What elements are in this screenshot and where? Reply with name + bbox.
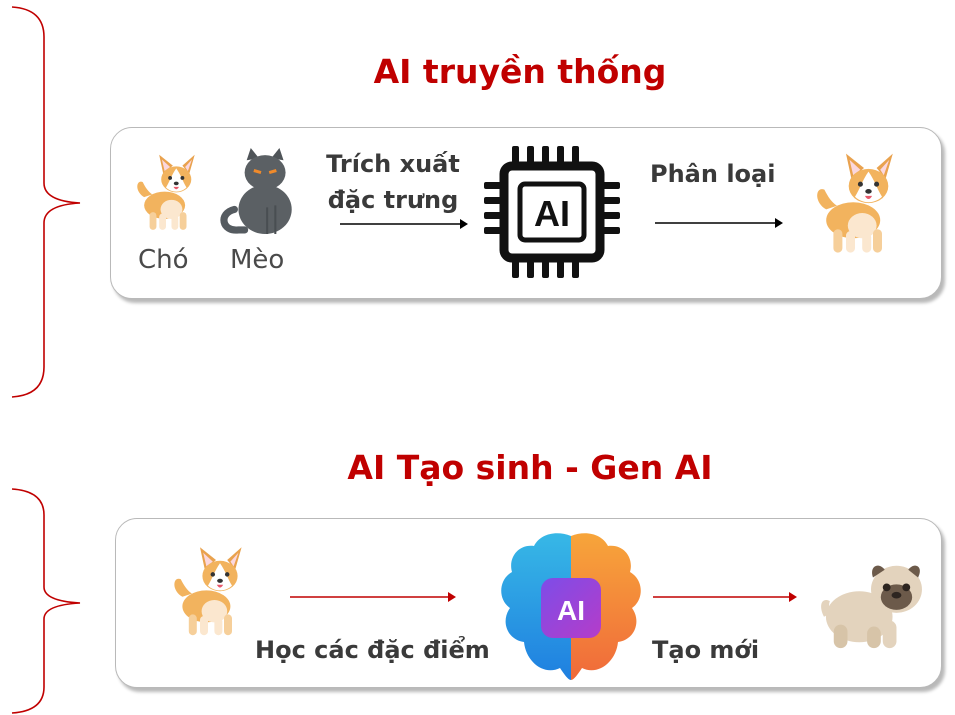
pug-dog-icon: [812, 556, 930, 654]
arrow-classify: [655, 218, 783, 228]
ai-brain-icon: AI: [501, 533, 641, 680]
section-title-traditional: AI truyền thống: [373, 52, 667, 91]
corgi-output-icon: [805, 150, 905, 258]
arrow-extract: [340, 219, 468, 229]
brace-traditional: [11, 6, 81, 398]
section-title-gen-ai: AI Tạo sinh - Gen AI: [347, 448, 713, 487]
cat-icon: [220, 148, 292, 234]
arrow-generate: [653, 592, 797, 602]
label-create-new: Tạo mới: [652, 636, 760, 664]
corgi-dog-icon: [126, 152, 206, 234]
label-meo: Mèo: [230, 245, 285, 275]
corgi-input-icon: [160, 544, 256, 640]
label-classify: Phân loại: [650, 160, 776, 188]
arrow-learn: [290, 592, 456, 602]
svg-text:AI: AI: [557, 595, 585, 626]
brace-gen-ai: [11, 488, 81, 714]
label-cho: Chó: [138, 245, 189, 275]
label-feature-extraction: Trích xuất đặc trưng: [326, 150, 460, 214]
svg-text:AI: AI: [534, 193, 570, 234]
ai-chip-icon: AI: [484, 146, 620, 278]
label-learn-features: Học các đặc điểm: [255, 636, 490, 664]
